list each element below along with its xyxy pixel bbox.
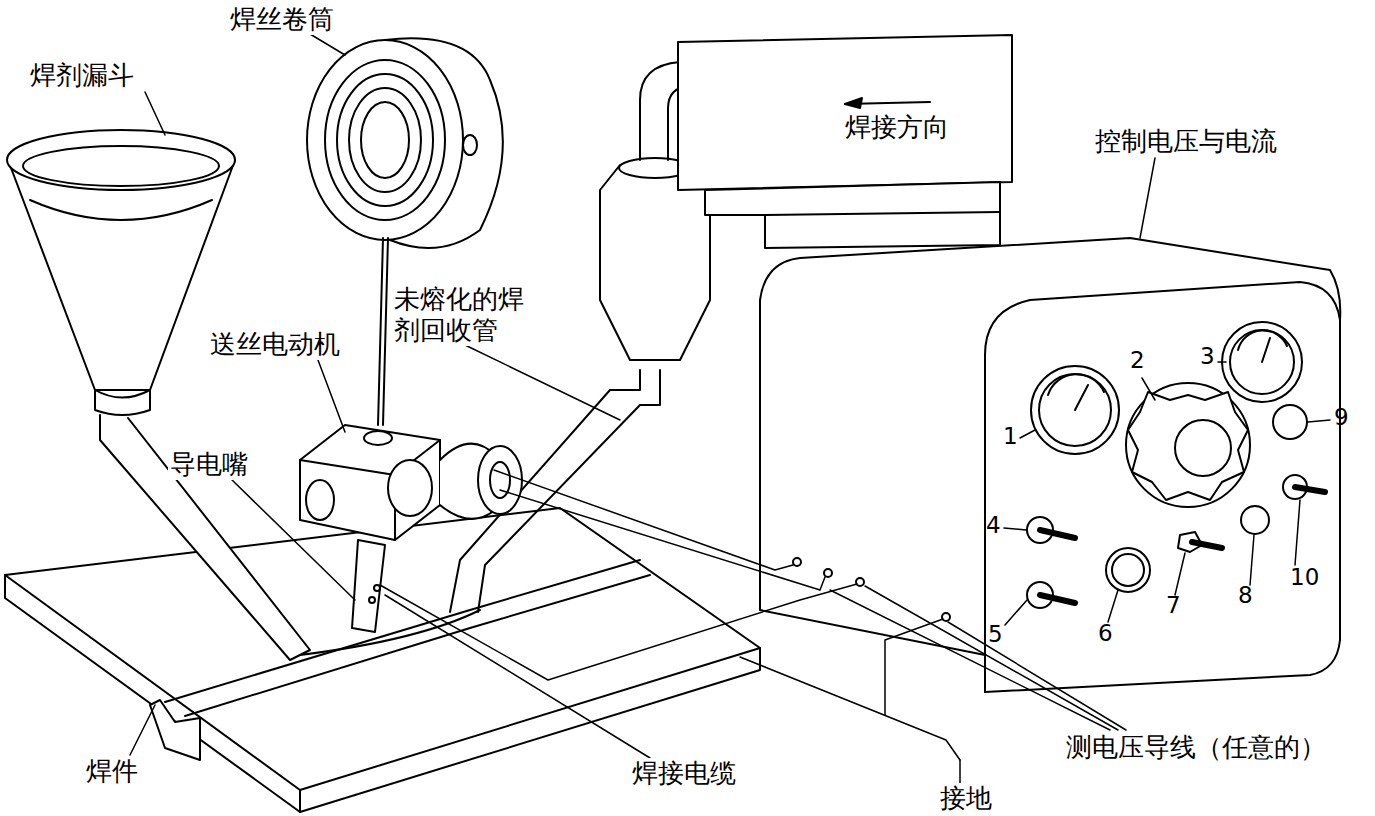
callout-number: 9	[1332, 404, 1351, 432]
part-label: 控制电压与电流	[1093, 126, 1279, 157]
part-label: 送丝电动机	[208, 329, 342, 360]
callout-number: 10	[1288, 564, 1321, 592]
callout-number: 8	[1236, 582, 1255, 610]
control-unit	[760, 238, 1340, 692]
part-label: 焊丝卷筒	[228, 4, 336, 35]
callout-number: 4	[984, 512, 1003, 540]
callout-number: 2	[1128, 347, 1147, 375]
part-label: 接地	[938, 783, 994, 814]
callout-number: 3	[1198, 343, 1217, 371]
part-label: 测电压导线（任意的）	[1064, 732, 1328, 763]
part-label: 未熔化的焊 剂回收管	[392, 284, 536, 346]
carriage-box	[678, 35, 1012, 248]
wire-spool	[307, 38, 503, 425]
part-label: 导电嘴	[168, 449, 250, 480]
feed-motor	[300, 425, 522, 632]
direction-label: 焊接方向	[843, 112, 951, 143]
callout-number: 6	[1096, 620, 1115, 648]
wires	[130, 0, 1330, 788]
callout-number: 1	[1001, 423, 1020, 451]
flux-funnel	[7, 130, 310, 660]
part-label: 焊接电缆	[630, 758, 738, 789]
part-label: 焊剂漏斗	[28, 60, 136, 91]
part-label: 焊件	[84, 756, 140, 787]
callout-number: 5	[986, 621, 1005, 649]
callout-number: 7	[1164, 592, 1183, 620]
workpiece	[5, 508, 760, 812]
